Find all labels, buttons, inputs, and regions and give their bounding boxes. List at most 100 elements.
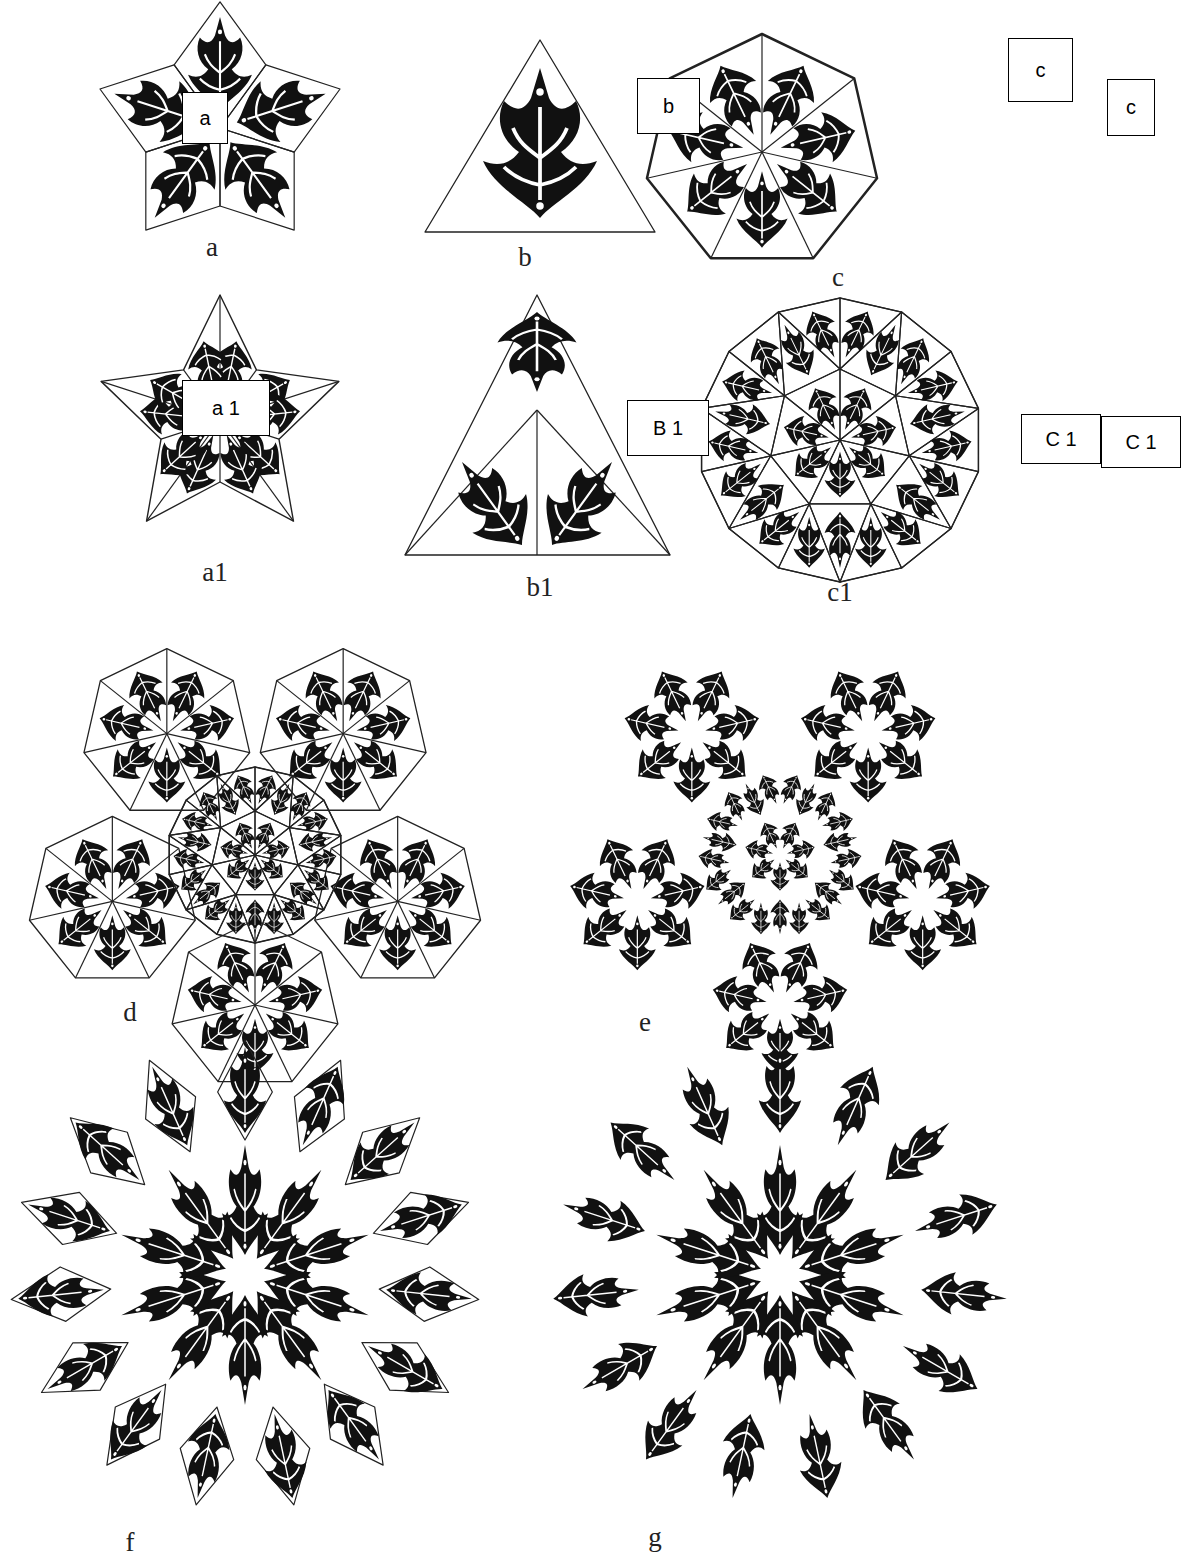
leaf-motif xyxy=(260,838,292,863)
leaf-motif xyxy=(697,55,776,146)
tile-outline xyxy=(702,298,979,582)
tile-line xyxy=(260,734,343,753)
leaf-motif xyxy=(187,875,226,912)
leaf-motif xyxy=(497,312,576,392)
leaf-motif xyxy=(177,1409,236,1502)
tile-line xyxy=(166,649,167,734)
leaf-motif xyxy=(373,1184,468,1251)
leaf-motif xyxy=(120,664,177,730)
leaf-motif xyxy=(756,819,786,853)
leaf-motif xyxy=(822,664,879,730)
label-box: c xyxy=(1107,79,1155,136)
leaf-motif xyxy=(150,1156,252,1272)
leaf-motif xyxy=(245,899,264,934)
leaf-motif xyxy=(283,1058,357,1154)
leaf-motif xyxy=(712,1409,771,1502)
leaf-motif xyxy=(619,915,656,970)
leaf-motif xyxy=(266,779,298,819)
leaf-motif xyxy=(591,831,648,897)
tile-outline xyxy=(101,295,339,521)
leaf-motif xyxy=(379,915,416,970)
tile-outline xyxy=(236,895,274,943)
tile-outline xyxy=(169,767,341,943)
leaf-motif xyxy=(231,819,261,853)
leaf-motif xyxy=(743,331,794,391)
leaf-motif xyxy=(133,1058,207,1154)
leaf-motif xyxy=(284,875,323,912)
figure-caption: c xyxy=(832,262,844,293)
leaf-motif xyxy=(736,171,787,248)
box-label: a xyxy=(199,107,210,130)
tile-outline xyxy=(289,800,340,835)
box-label: B 1 xyxy=(653,417,683,440)
leaf-motif xyxy=(61,1107,153,1196)
leaf-motif xyxy=(645,664,702,730)
leaf-motif xyxy=(904,915,941,970)
leaf-motif xyxy=(730,473,793,532)
box-label: c xyxy=(1126,96,1136,119)
tile-outline xyxy=(809,440,871,504)
leaf-motif xyxy=(818,1058,892,1154)
leaf-motif xyxy=(801,381,849,436)
leaf-motif xyxy=(820,809,855,835)
leaf-motif xyxy=(148,747,185,802)
leaf-motif xyxy=(892,1328,988,1408)
leaf-motif xyxy=(789,1409,848,1502)
leaf-motif xyxy=(701,828,739,854)
tile-outline xyxy=(315,816,481,978)
leaf-motif xyxy=(789,903,809,935)
leaf-motif xyxy=(848,412,900,452)
leaf-motif xyxy=(887,473,950,532)
leaf-motif xyxy=(176,828,214,854)
leaf-motif xyxy=(919,1269,1009,1320)
leaf-motif xyxy=(791,779,823,819)
leaf-motif xyxy=(855,517,887,568)
leaf-motif xyxy=(770,899,789,934)
leaf-motif xyxy=(785,838,817,863)
leaf-motif xyxy=(850,747,887,802)
leaf-motif xyxy=(720,788,751,825)
leaf-motif xyxy=(932,868,994,916)
leaf-motif xyxy=(353,700,415,748)
leaf-motif xyxy=(846,1377,931,1472)
leaf-motif xyxy=(37,1328,133,1408)
leaf-motif xyxy=(857,318,909,382)
leaf-motif xyxy=(208,935,265,1001)
leaf-motif xyxy=(22,1184,117,1251)
leaf-motif xyxy=(336,1107,428,1196)
figure-caption: b xyxy=(518,242,532,273)
tile-outline xyxy=(425,40,655,232)
tile-outline xyxy=(840,396,909,456)
leaf-motif xyxy=(351,831,408,897)
tile-line xyxy=(29,901,112,920)
leaf-motif xyxy=(295,809,330,835)
leaf-motif xyxy=(572,1328,668,1408)
tile-outline xyxy=(218,1040,273,1140)
leaf-motif xyxy=(16,1269,106,1320)
leaf-motif xyxy=(668,1058,742,1154)
tile-line xyxy=(112,816,113,901)
ornament-group xyxy=(11,2,1009,1505)
leaf-motif xyxy=(208,426,272,502)
leaf-motif xyxy=(224,1047,266,1133)
leaf-motif xyxy=(525,443,639,565)
figure-caption: f xyxy=(126,1527,135,1558)
leaf-motif xyxy=(908,1184,1003,1251)
leaf-motif xyxy=(751,903,771,935)
leaf-motif xyxy=(557,1184,652,1251)
tile-outline xyxy=(809,504,871,582)
figure-caption: e xyxy=(639,1007,651,1038)
leaf-motif xyxy=(904,366,961,408)
figure-caption: b1 xyxy=(527,572,554,603)
leaf-motif xyxy=(66,831,123,897)
leaf-motif xyxy=(384,1269,474,1320)
leaf-motif xyxy=(296,828,334,854)
leaf-motif xyxy=(737,779,769,819)
label-box: B 1 xyxy=(627,400,709,456)
leaf-motif xyxy=(94,915,131,970)
leaf-motif xyxy=(876,831,933,897)
tile-outline xyxy=(647,34,877,258)
leaf-motif xyxy=(297,664,354,730)
leaf-motif xyxy=(701,700,763,748)
